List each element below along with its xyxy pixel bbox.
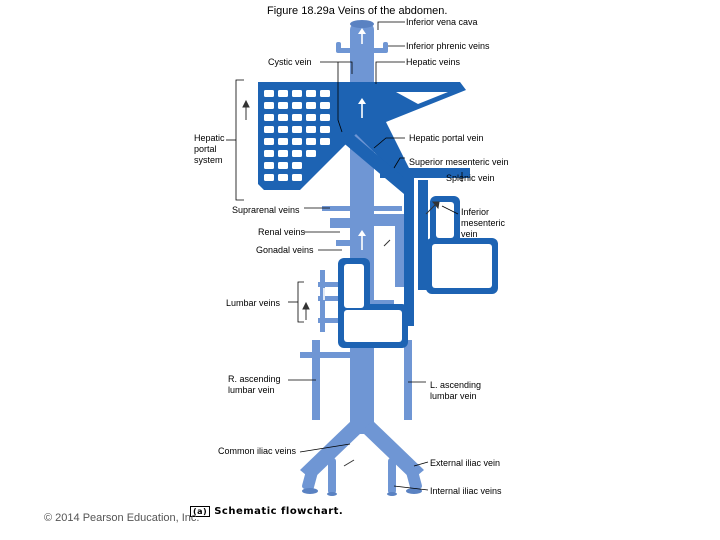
inferior-mesenteric-vein <box>418 180 428 290</box>
label-hepatic-portal-system: Hepatic portal system <box>194 133 225 165</box>
caption-text: Schematic flowchart. <box>214 506 344 517</box>
common-iliac-vein-left <box>362 420 424 480</box>
label-hepatic-veins: Hepatic veins <box>406 57 461 67</box>
leader-inferior-vena-cava <box>377 21 405 30</box>
renal-vein-left <box>374 214 412 226</box>
capillary-window <box>306 102 316 109</box>
bracket-hepatic-portal <box>235 79 244 201</box>
hepatic-portal-vein <box>340 132 414 194</box>
label-external-iliac-vein: External iliac vein <box>430 458 501 468</box>
label-gonadal-veins: Gonadal veins <box>256 245 314 255</box>
capillary-window <box>292 90 302 97</box>
capillary-window <box>278 114 288 121</box>
capillary-window <box>278 150 288 157</box>
capillary-window <box>320 102 330 109</box>
capillary-window <box>278 138 288 145</box>
external-iliac-vein-left <box>406 467 422 491</box>
suprarenal-vein-right <box>322 206 350 211</box>
bracket-lumbar <box>297 281 304 323</box>
capillary-window <box>292 162 302 169</box>
renal-vein-right <box>330 218 350 228</box>
internal-iliac-vein-right <box>328 458 336 494</box>
capillary-window <box>292 150 302 157</box>
label-superior-mesenteric-vein: Superior mesenteric vein <box>409 157 509 167</box>
capillary-window <box>264 90 274 97</box>
leader-external-iliac <box>413 461 429 467</box>
label-renal-veins: Renal veins <box>258 227 306 237</box>
label-cystic-vein: Cystic vein <box>268 57 312 67</box>
lumbar-vein-right-3 <box>318 318 350 323</box>
capillary-window <box>320 138 330 145</box>
label-inferior-vena-cava: Inferior vena cava <box>406 17 478 27</box>
ivc-top-cap <box>350 20 374 28</box>
leader-inferior-mesenteric <box>441 205 459 215</box>
capillary-window <box>306 90 316 97</box>
label-inferior-mesenteric-vein: Inferior mesenteric vein <box>461 207 506 239</box>
capillary-window <box>278 162 288 169</box>
label-l-ascending-lumbar-vein: L. ascending lumbar vein <box>430 380 482 401</box>
caption-tag: (a) <box>190 506 211 517</box>
capillary-window <box>264 162 274 169</box>
capillary-window <box>278 102 288 109</box>
label-r-ascending-lumbar-vein: R. ascending lumbar vein <box>228 374 281 395</box>
label-splenic-vein: Splenic vein <box>446 173 495 183</box>
capillary-window <box>264 150 274 157</box>
capillary-window <box>306 138 316 145</box>
liver-capillary-grid <box>264 90 448 181</box>
capillary-window <box>306 150 316 157</box>
capillary-window <box>278 126 288 133</box>
leader-common-iliac <box>299 443 351 453</box>
leader-hepatic-portal-vein <box>373 137 405 149</box>
capillary-window <box>264 102 274 109</box>
capillary-window <box>292 138 302 145</box>
leader-hepatic-veins <box>375 61 405 84</box>
gonadal-vein-left <box>395 225 404 287</box>
internal-iliac-vein-left <box>388 458 396 494</box>
capillary-window <box>320 126 330 133</box>
leader-internal-iliac <box>393 485 429 491</box>
capillary-window <box>292 102 302 109</box>
leader-lines <box>226 21 463 491</box>
gonadal-vein-right <box>336 240 350 246</box>
label-hepatic-portal-vein: Hepatic portal vein <box>409 133 484 143</box>
common-iliac-vein-right <box>300 420 362 480</box>
lumbar-vein-right-1 <box>318 282 350 287</box>
flow-arrows <box>323 28 366 455</box>
superior-mesenteric-vein <box>404 178 414 326</box>
l-ascending-lumbar-vein <box>404 340 412 420</box>
capillary-window <box>264 174 274 181</box>
leader-cystic-vein-2 <box>337 62 343 133</box>
capillary-window <box>306 114 316 121</box>
splenic-vein <box>380 168 470 178</box>
label-internal-iliac-veins: Internal iliac veins <box>430 486 502 496</box>
external-iliac-vein-right <box>302 467 318 491</box>
label-inferior-phrenic-veins: Inferior phrenic veins <box>406 41 490 51</box>
capillary-window <box>264 138 274 145</box>
figure-title: Figure 18.29a Veins of the abdomen. <box>267 5 448 17</box>
capillary-window <box>292 126 302 133</box>
capillary-window <box>278 174 288 181</box>
capillary-window <box>320 90 330 97</box>
capillary-window <box>264 126 274 133</box>
intestine-capillary-windows <box>344 202 492 342</box>
capillary-window <box>292 174 302 181</box>
leader-superior-mesenteric <box>393 157 405 169</box>
label-suprarenal-veins: Suprarenal veins <box>232 205 300 215</box>
capillary-window <box>320 114 330 121</box>
copyright-notice: © 2014 Pearson Education, Inc. <box>44 512 200 524</box>
side-arrows <box>242 99 440 467</box>
label-lumbar-veins: Lumbar veins <box>226 298 281 308</box>
capillary-window <box>278 90 288 97</box>
capillary-window <box>292 114 302 121</box>
figure-caption: (a)Schematic flowchart. <box>190 506 343 517</box>
suprarenal-vein-left <box>374 206 402 211</box>
capillary-window <box>264 114 274 121</box>
leader-cystic-vein <box>320 61 353 74</box>
capillary-window <box>306 126 316 133</box>
lumbar-vein-right-2 <box>318 296 350 301</box>
lumbar-vein-left-1 <box>374 300 394 305</box>
label-common-iliac-veins: Common iliac veins <box>218 446 297 456</box>
